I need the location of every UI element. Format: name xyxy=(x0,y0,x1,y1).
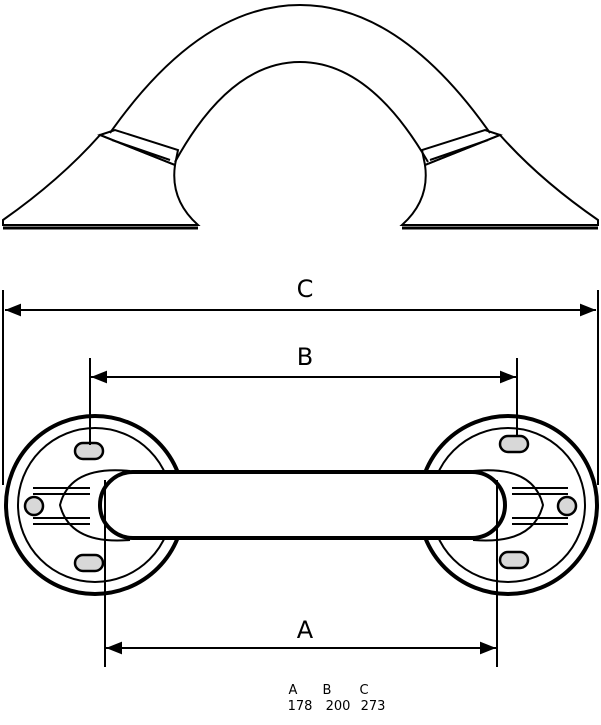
table-value-a: 178 xyxy=(288,699,313,714)
table-header-c: C xyxy=(359,683,368,698)
right-foot xyxy=(399,133,599,226)
dimension-table: A B C 178 200 273 xyxy=(288,683,386,714)
dimension-a-label: A xyxy=(297,616,314,644)
left-collar xyxy=(97,128,180,167)
table-value-c: 273 xyxy=(361,699,386,714)
left-foot xyxy=(2,133,201,226)
dimension-c xyxy=(2,290,599,485)
table-header-b: B xyxy=(323,683,332,698)
right-collar xyxy=(420,128,503,167)
table-value-b: 200 xyxy=(326,699,351,714)
dimension-b-label: B xyxy=(297,343,313,371)
dimension-b xyxy=(89,358,518,445)
grab-bar xyxy=(98,470,507,540)
table-header-a: A xyxy=(289,683,298,698)
side-view xyxy=(2,3,599,230)
arch-outer xyxy=(109,3,491,134)
arch-inner xyxy=(174,60,429,163)
dimension-c-label: C xyxy=(297,275,314,303)
dimension-a xyxy=(89,412,498,667)
